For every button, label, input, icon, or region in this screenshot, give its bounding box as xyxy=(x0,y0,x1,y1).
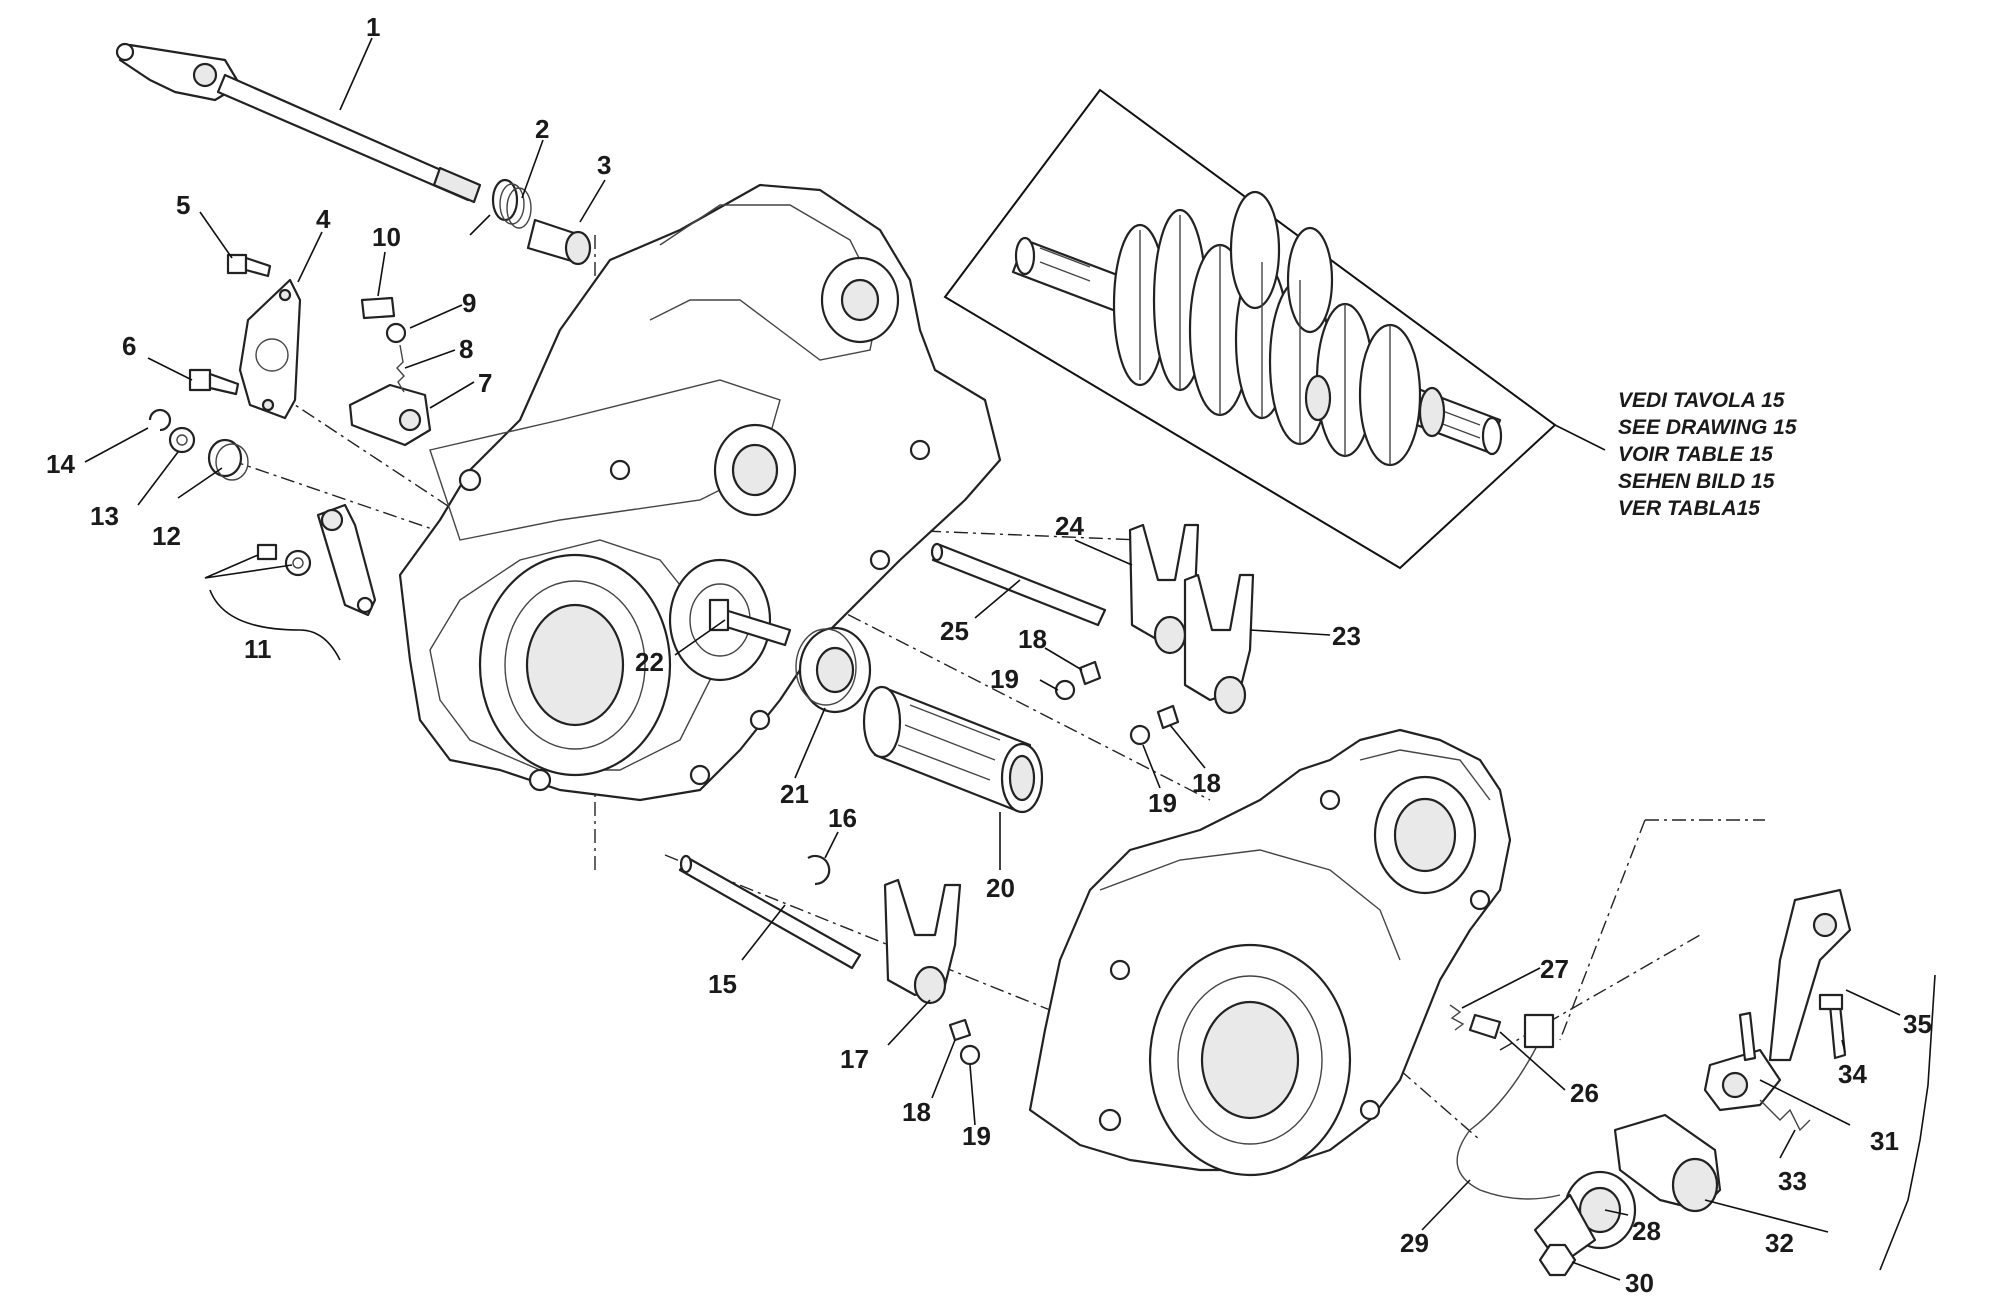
part-19-nut-right xyxy=(1129,724,1151,746)
callout-17: 17 xyxy=(840,1044,869,1074)
callout-31: 31 xyxy=(1870,1126,1899,1156)
part-6-screw xyxy=(188,368,240,396)
callout-20: 20 xyxy=(986,873,1015,903)
part-33-lever-spring xyxy=(1759,1099,1811,1132)
part-15-fork-shaft xyxy=(678,854,862,970)
callout-18-right: 18 xyxy=(1192,768,1221,798)
callout-3: 3 xyxy=(597,150,611,180)
callout-4: 4 xyxy=(316,204,331,234)
callout-23: 23 xyxy=(1332,621,1361,651)
callout-15: 15 xyxy=(708,969,737,999)
callout-16: 16 xyxy=(828,803,857,833)
left-crankcase-half xyxy=(398,183,1002,802)
callout-21: 21 xyxy=(780,779,809,809)
part-20-shift-drum xyxy=(862,685,1044,814)
callout-7: 7 xyxy=(478,368,492,398)
part-3-bush xyxy=(526,218,592,266)
see-drawing-note-es: VER TABLA15 xyxy=(1618,497,1760,520)
callout-2: 2 xyxy=(535,114,549,144)
callout-19-low: 19 xyxy=(962,1121,991,1151)
see-drawing-note-en: SEE DRAWING 15 xyxy=(1618,416,1797,439)
callout-18-mid: 18 xyxy=(1018,624,1047,654)
right-crankcase-half xyxy=(1028,728,1512,1177)
callout-6: 6 xyxy=(122,331,136,361)
callout-18-low: 18 xyxy=(902,1097,931,1127)
part-8-detent-spring xyxy=(396,344,405,393)
part-24-shift-fork xyxy=(1128,523,1200,655)
see-drawing-note-fr: VOIR TABLE 15 xyxy=(1618,443,1773,466)
callout-33: 33 xyxy=(1778,1166,1807,1196)
callout-5: 5 xyxy=(176,190,190,220)
part-29-sensor-cable xyxy=(1456,1013,1561,1200)
part-12-return-spring xyxy=(207,438,249,481)
part-1-shift-shaft xyxy=(115,42,482,204)
callout-34: 34 xyxy=(1838,1059,1867,1089)
part-9-detent-ball xyxy=(385,322,407,344)
callout-11: 11 xyxy=(244,634,272,664)
callout-26: 26 xyxy=(1570,1078,1599,1108)
callout-1: 1 xyxy=(366,12,380,42)
part-19-nut-low xyxy=(959,1044,981,1066)
callout-12: 12 xyxy=(152,521,181,551)
callout-27: 27 xyxy=(1540,954,1569,984)
callout-32: 32 xyxy=(1765,1228,1794,1258)
part-18-pin-right xyxy=(1156,704,1180,730)
callout-28: 28 xyxy=(1632,1216,1661,1246)
part-35-lever-upper xyxy=(1768,888,1852,1062)
part-25-fork-shaft xyxy=(930,542,1107,627)
part-14-circlip xyxy=(148,408,172,432)
leader-lines xyxy=(84,37,1936,1281)
part-21-drum-cam xyxy=(795,626,872,714)
see-drawing-note-it: VEDI TAVOLA 15 xyxy=(1618,389,1785,412)
part-11-ratchet-lever xyxy=(209,503,377,661)
part-10-key xyxy=(360,296,396,320)
part-19-nut-mid xyxy=(1054,679,1076,701)
callout-19-right: 19 xyxy=(1148,788,1177,818)
part-5-screw xyxy=(226,253,272,278)
part-7-detent-arm xyxy=(348,383,432,447)
callout-19-mid: 19 xyxy=(990,664,1019,694)
part-17-shift-fork xyxy=(883,878,962,1005)
part-18-pin-mid xyxy=(1078,660,1102,686)
see-drawing-note-de: SEHEN BILD 15 xyxy=(1618,470,1775,493)
callout-numbers: 1 2 3 4 5 6 7 8 9 10 11 12 13 14 15 16 1… xyxy=(46,12,1932,1298)
callout-9: 9 xyxy=(462,288,476,318)
part-30-screw xyxy=(1538,1243,1577,1277)
part-22-drum-bolt xyxy=(708,598,792,647)
part-31-lever-lower xyxy=(1703,1011,1782,1112)
callout-10: 10 xyxy=(372,222,401,252)
part-4-retaining-plate xyxy=(238,278,302,420)
callout-8: 8 xyxy=(459,334,473,364)
callout-30: 30 xyxy=(1625,1268,1654,1298)
part-18-pin-low xyxy=(948,1018,972,1042)
part-26-plug xyxy=(1468,1013,1502,1040)
part-13-washer xyxy=(168,426,196,454)
callout-14: 14 xyxy=(46,449,75,479)
part-23-shift-fork xyxy=(1183,573,1255,715)
part-2-spring xyxy=(469,178,532,236)
part-16-clip xyxy=(807,854,831,886)
part-27-spring xyxy=(1449,1004,1465,1031)
callout-35: 35 xyxy=(1903,1009,1932,1039)
callout-29: 29 xyxy=(1400,1228,1429,1258)
callout-22: 22 xyxy=(635,647,664,677)
part-34-lever-bolt xyxy=(1818,993,1847,1060)
gear-shaft-assembly xyxy=(1011,190,1503,467)
callout-13: 13 xyxy=(90,501,119,531)
callout-25: 25 xyxy=(940,616,969,646)
gearbox-inset: VEDI TAVOLA 15 SEE DRAWING 15 VOIR TABLE… xyxy=(943,88,1797,570)
gear-cluster xyxy=(1112,190,1446,467)
callout-24: 24 xyxy=(1055,511,1084,541)
part-32-lever-tip xyxy=(1613,1113,1722,1213)
